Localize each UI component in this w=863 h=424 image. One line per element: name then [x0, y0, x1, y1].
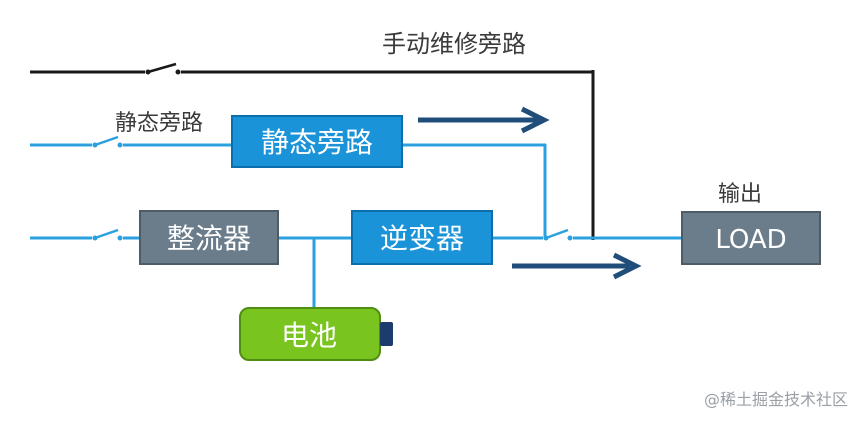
- output-switch-blade: [545, 228, 569, 240]
- load-box-label: LOAD: [715, 225, 786, 255]
- load-box: [681, 211, 821, 265]
- manual-bypass-switch-contact-b: [175, 69, 181, 75]
- output-label: 输出: [718, 182, 762, 207]
- static-bypass-arrow-head: [520, 106, 550, 134]
- static-bypass-switch-label: 静态旁路: [115, 111, 203, 136]
- inverter-box-label: 逆变器: [380, 222, 464, 255]
- main-path-arrow-head: [612, 252, 642, 280]
- static-bypass-box: [231, 115, 403, 168]
- static-bypass-arrow: [418, 106, 550, 134]
- static-bypass-switch-blade: [94, 135, 119, 147]
- manual-bypass-label: 手动维修旁路: [382, 30, 526, 58]
- static-bypass-switch-contact-b: [117, 142, 123, 148]
- battery-box-label: 电池: [281, 319, 337, 352]
- output-switch-contact-b: [567, 235, 573, 241]
- main-input-switch-contact-b: [117, 235, 123, 241]
- main-path: [30, 228, 682, 308]
- main-path-arrow: [512, 252, 642, 280]
- static-bypass-box-label: 静态旁路: [261, 126, 373, 159]
- watermark-text: @稀土掘金技术社区: [704, 390, 848, 409]
- rectifier-box-label: 整流器: [167, 222, 251, 255]
- manual-bypass-switch-blade: [147, 62, 177, 74]
- battery-terminal: [380, 322, 393, 346]
- manual-bypass-path: [30, 62, 595, 240]
- main-input-switch-blade: [94, 228, 119, 240]
- inverter-box: [351, 210, 493, 265]
- rectifier-box: [139, 210, 279, 265]
- static-bypass-path: [30, 135, 547, 238]
